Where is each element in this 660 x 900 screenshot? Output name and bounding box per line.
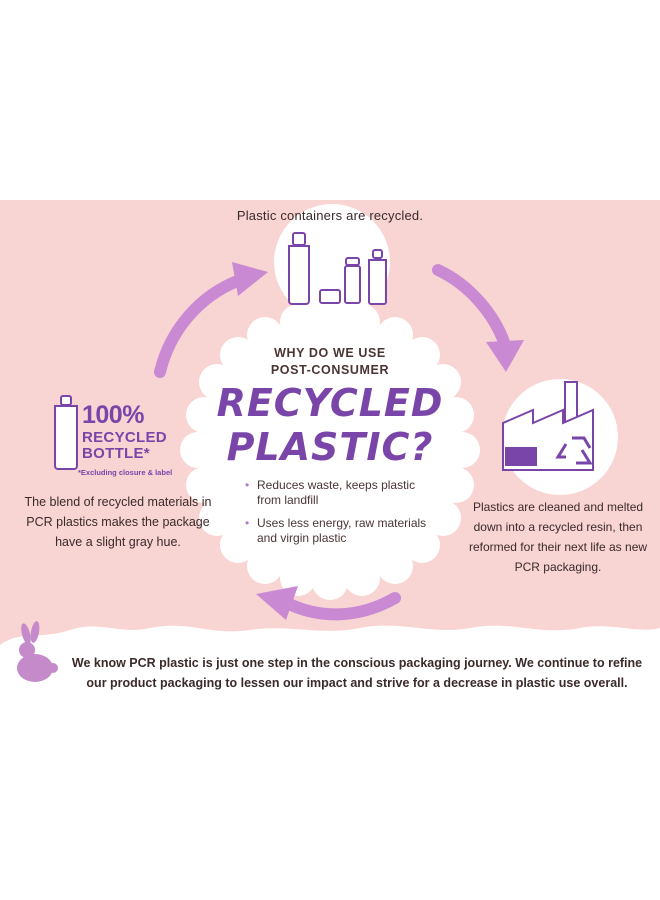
left-step-caption: The blend of recycled materials in PCR p… bbox=[24, 495, 212, 549]
recycle-icon bbox=[555, 436, 593, 465]
wave-edge bbox=[0, 625, 660, 645]
center-bullets: • Reduces waste, keeps plastic from land… bbox=[245, 478, 435, 554]
bottles-icon bbox=[288, 232, 387, 305]
bunny-icon bbox=[17, 621, 58, 682]
bullet-dot-icon: • bbox=[245, 516, 250, 530]
arrow-heads bbox=[232, 262, 524, 620]
center-title-small: WHY DO WE USE POST-CONSUMER bbox=[220, 345, 440, 379]
right-step-caption: Plastics are cleaned and melted down int… bbox=[468, 500, 648, 574]
badge-percent: 100% bbox=[82, 401, 144, 429]
center-title-small-line2: POST-CONSUMER bbox=[270, 363, 390, 377]
badge-line2: BOTTLE* bbox=[82, 445, 150, 462]
center-title-big-line1: RECYCLED bbox=[216, 381, 444, 425]
bullet-text: Uses less energy, raw materials and virg… bbox=[257, 516, 427, 545]
footer-text: We know PCR plastic is just one step in … bbox=[71, 656, 643, 690]
badge-line1: RECYCLED bbox=[82, 429, 167, 446]
center-title-big: RECYCLED PLASTIC? bbox=[200, 381, 460, 469]
center-title-small-line1: WHY DO WE USE bbox=[274, 346, 386, 360]
center-badge bbox=[180, 300, 480, 600]
footer-band bbox=[0, 645, 660, 900]
top-step-caption: Plastic containers are recycled. bbox=[236, 208, 424, 223]
bottle-icon bbox=[54, 395, 78, 470]
factory-icon bbox=[502, 381, 594, 471]
center-bullet: • Uses less energy, raw materials and vi… bbox=[245, 516, 435, 546]
center-bullet: • Reduces waste, keeps plastic from land… bbox=[245, 478, 435, 508]
badge-note: *Excluding closure & label bbox=[78, 468, 173, 477]
center-title-big-line2: PLASTIC? bbox=[226, 425, 434, 469]
circular-arrows bbox=[154, 264, 511, 621]
badge-text: RECYCLED BOTTLE* bbox=[82, 430, 167, 462]
bullet-text: Reduces waste, keeps plastic from landfi… bbox=[257, 478, 416, 507]
bullet-dot-icon: • bbox=[245, 478, 250, 492]
